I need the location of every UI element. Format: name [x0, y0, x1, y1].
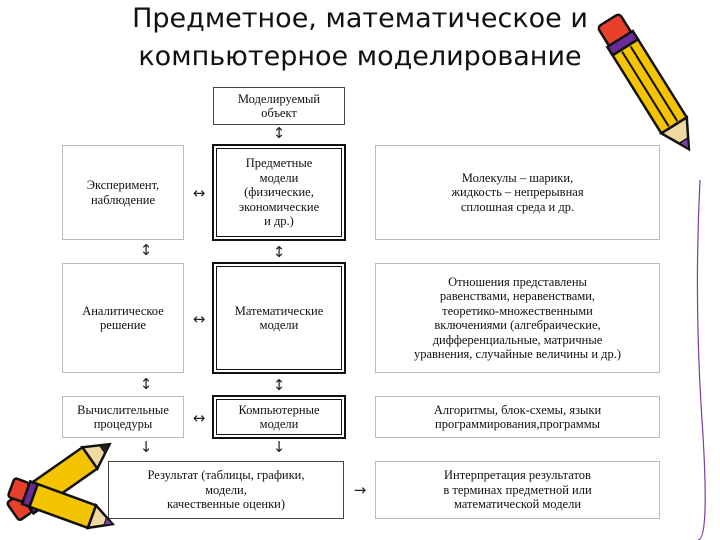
decorative-line [696, 180, 706, 540]
arrow-lr-3: ↔ [192, 409, 206, 427]
arrow-updown-3: ↕ [272, 376, 286, 394]
arrow-down-left: ↓ [139, 438, 153, 456]
pencil-icon-top-right [597, 13, 691, 152]
arrow-down-center: ↓ [272, 438, 286, 456]
arrow-lr-2: ↔ [192, 310, 206, 328]
arrow-updown-left-1: ↕ [139, 241, 153, 259]
title-line-1: Предметное, математическое и [132, 3, 588, 34]
pencils-icon-bottom-left [6, 442, 116, 530]
experiment-box: Эксперимент,наблюдение [62, 145, 184, 240]
result-box: Результат (таблицы, графики,модели,качес… [108, 461, 344, 519]
page-title: Предметное, математическое и компьютерно… [0, 0, 720, 76]
title-line-2: компьютерное моделирование [138, 41, 582, 72]
arrow-updown-2: ↕ [272, 243, 286, 261]
arrow-updown-left-2: ↕ [139, 375, 153, 393]
arrow-lr-1: ↔ [192, 184, 206, 202]
arrow-updown-1: ↕ [272, 124, 286, 142]
molecules-box: Молекулы – шарики,жидкость – непрерывная… [375, 145, 660, 240]
arrow-right-result: → [353, 481, 367, 499]
